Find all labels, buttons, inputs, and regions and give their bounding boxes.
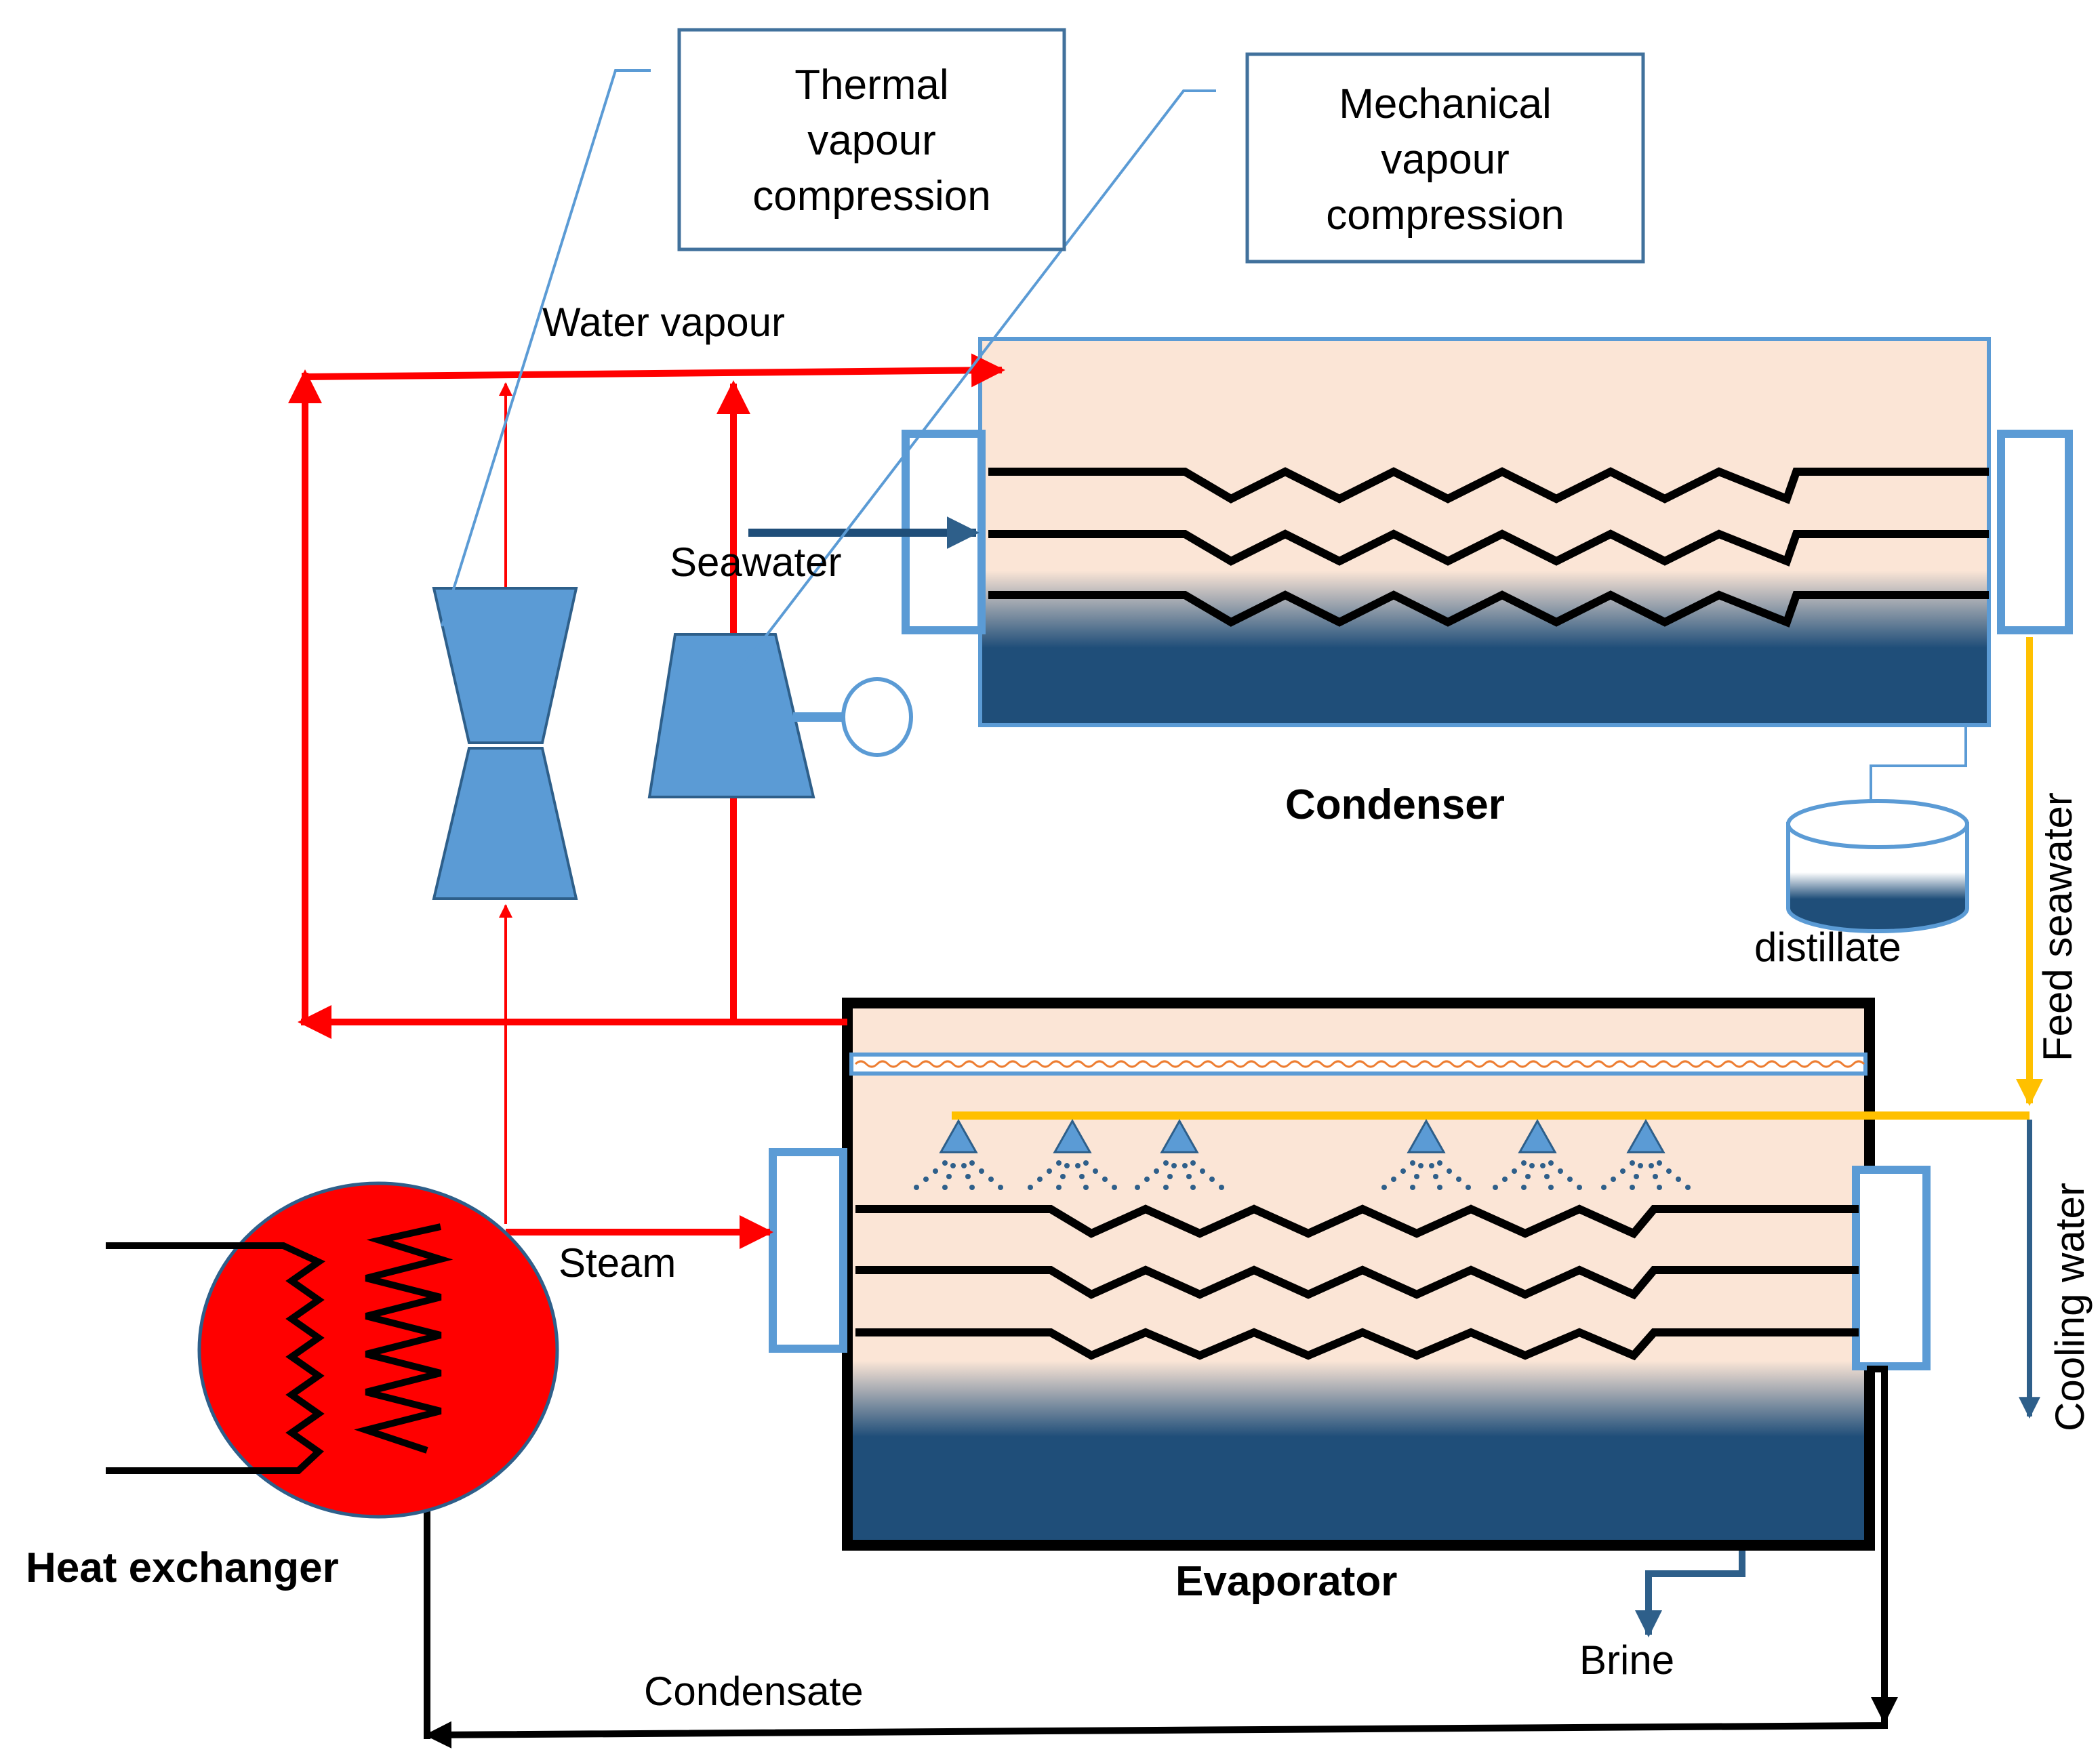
label-distillate: distillate: [1754, 924, 1901, 970]
label-seawater: Seawater: [670, 539, 841, 585]
heat-exchanger-coil-2: [354, 1223, 453, 1454]
condenser-tube-1: [988, 467, 1989, 504]
label-heat-exchanger: Heat exchanger: [26, 1545, 339, 1591]
mechanical-callout-box: Mechanical vapour compression: [1245, 52, 1645, 264]
heat-exchanger: [106, 1181, 559, 1519]
condensate-line: [424, 1366, 1888, 1749]
label-condensate: Condensate: [644, 1669, 864, 1714]
condenser-tube-bundle: [988, 467, 1989, 628]
ejector-icon: [432, 587, 578, 900]
label-brine: Brine: [1579, 1637, 1674, 1683]
condenser-tube-2: [988, 529, 1989, 567]
condenser-tube-3: [988, 590, 1989, 628]
spray-nozzle-icon: [914, 1118, 1003, 1190]
spray-nozzle-icon: [1135, 1118, 1224, 1190]
label-evaporator: Evaporator: [1175, 1558, 1397, 1605]
compressor-icon: [647, 633, 913, 798]
heat-exchanger-coil-1: [106, 1242, 325, 1474]
evaporator-tube-1: [855, 1204, 1859, 1239]
spray-nozzle-icon: [1028, 1118, 1117, 1190]
mechanical-callout-line2: vapour: [1381, 136, 1510, 183]
thermal-callout-leader: [441, 69, 651, 627]
evaporator-right-header: [1852, 1166, 1931, 1370]
vapour-top-header: [304, 353, 1005, 388]
thermal-callout-line3: compression: [752, 173, 990, 220]
spray-nozzle-icon: [1493, 1118, 1582, 1190]
label-cooling-water: Cooling water: [2047, 1183, 2093, 1431]
mechanical-callout-leader: [739, 89, 1216, 671]
condenser-right-header: [1997, 430, 2073, 634]
demister-mesh: [854, 1060, 1865, 1068]
spray-nozzles: [914, 1118, 1691, 1190]
thermal-callout-box: Thermal vapour compression: [677, 28, 1066, 251]
evaporator-tube-bundle: [855, 1204, 1859, 1361]
evaporator-left-header: [769, 1148, 847, 1353]
mechanical-callout-line3: compression: [1326, 192, 1564, 239]
evaporator-tube-3: [855, 1328, 1859, 1361]
evaporator: [769, 998, 1931, 1551]
label-condenser: Condenser: [1285, 781, 1505, 828]
spray-nozzle-icon: [1381, 1118, 1471, 1190]
thermal-callout-line1: Thermal: [794, 62, 948, 108]
condenser: [902, 337, 2073, 727]
distillate-tank-icon: [1786, 799, 1969, 933]
mechanical-callout-line1: Mechanical: [1339, 81, 1552, 127]
evaporator-tube-2: [855, 1265, 1859, 1300]
label-steam: Steam: [559, 1240, 676, 1286]
brine-outlet: [1635, 1551, 1745, 1637]
spray-nozzle-icon: [1601, 1118, 1691, 1190]
label-water-vapour: Water vapour: [542, 300, 785, 345]
label-feed-seawater: Feed seawater: [2035, 792, 2080, 1061]
thermal-callout-line2: vapour: [807, 117, 936, 164]
demister-pad: [849, 1053, 1867, 1076]
